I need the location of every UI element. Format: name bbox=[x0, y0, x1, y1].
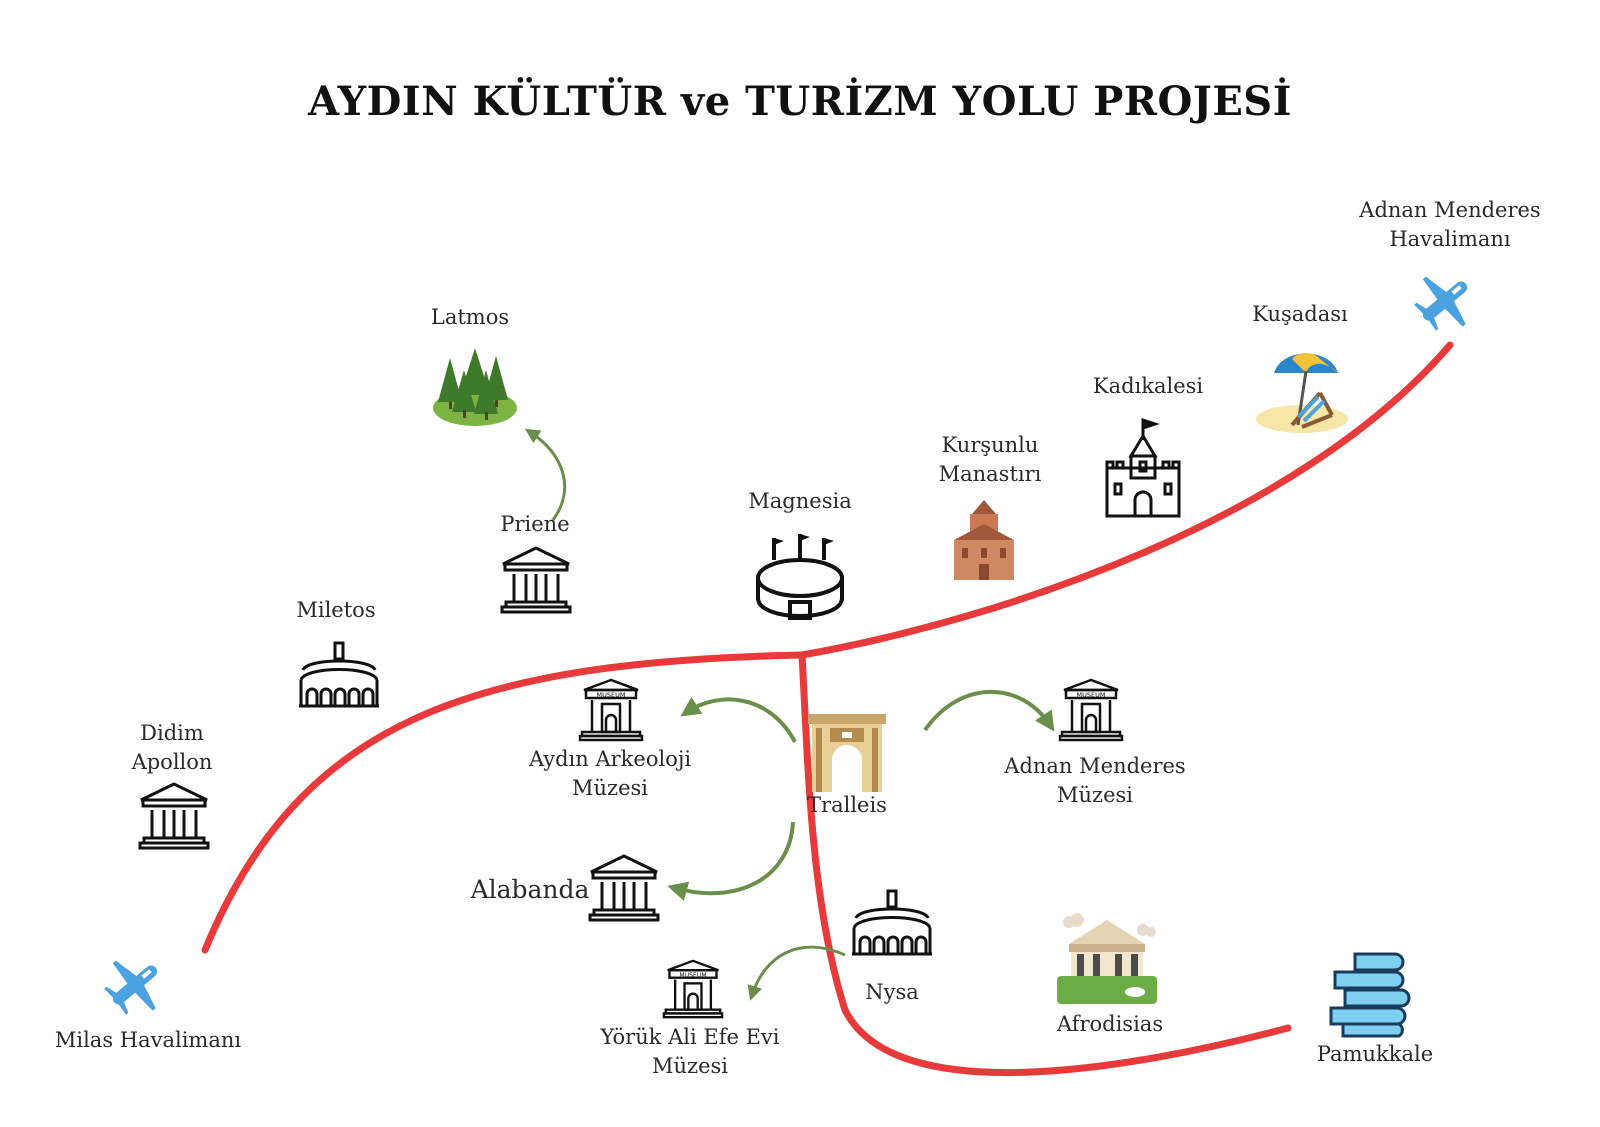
place-label-line: Apollon bbox=[131, 750, 213, 774]
castle-icon bbox=[1105, 418, 1181, 518]
arrow-nysa-yoruk bbox=[747, 945, 846, 1001]
place-label-line: Müzesi bbox=[651, 1054, 728, 1078]
monastery-icon bbox=[954, 500, 1014, 580]
route-line-west bbox=[201, 651, 806, 954]
place-label-alabanda: Alabanda bbox=[470, 875, 590, 904]
arrow-to-alabanda bbox=[667, 821, 795, 901]
place-label-line: Müzesi bbox=[571, 776, 648, 800]
place-label-didim: Didim Apollon bbox=[112, 719, 232, 777]
airplane-icon bbox=[104, 960, 158, 1015]
arrow-priene-latmos bbox=[524, 428, 567, 521]
place-label-adnan-museum: Adnan Menderes Müzesi bbox=[1000, 752, 1190, 810]
place-label-line: Didim bbox=[140, 721, 204, 745]
place-label-line: Aydın Arkeoloji bbox=[528, 747, 692, 771]
place-label-latmos: Latmos bbox=[430, 305, 510, 329]
airplane-icon bbox=[1414, 276, 1468, 331]
place-label-line: Kurşunlu bbox=[941, 433, 1039, 457]
place-label-kadikalesi: Kadıkalesi bbox=[1092, 374, 1204, 398]
place-label-milas-airport: Milas Havalimanı bbox=[54, 1028, 242, 1052]
museum-sign-text: MUSEUM bbox=[1077, 691, 1106, 699]
place-label-adnan-airport: Adnan Menderes Havalimanı bbox=[1350, 196, 1550, 254]
place-label-pamukkale: Pamukkale bbox=[1316, 1042, 1434, 1066]
arrow-tralleis-adnan-museum bbox=[923, 689, 1055, 732]
museum-icon: MUSEUM bbox=[662, 959, 724, 1019]
route-line-south bbox=[798, 651, 1292, 1077]
place-label-yoruk-museum: Yörük Ali Efe Evi Müzesi bbox=[590, 1023, 790, 1081]
museum-sign-text: MUSEUM bbox=[679, 972, 706, 979]
route-line-north bbox=[798, 341, 1454, 659]
place-label-line: Yörük Ali Efe Evi bbox=[600, 1025, 780, 1049]
theatre-icon bbox=[299, 641, 379, 708]
arrow-tralleis-aydin-museum bbox=[680, 697, 797, 743]
ancient-gate-icon bbox=[808, 714, 886, 792]
place-label-priene: Priene bbox=[500, 512, 570, 536]
ancient-ruins-icon bbox=[1057, 913, 1157, 1004]
place-label-line: Havalimanı bbox=[1389, 227, 1511, 251]
museum-sign-text: MUSEUM bbox=[597, 691, 626, 699]
forest-icon bbox=[433, 348, 517, 426]
museum-icon: MUSEUM bbox=[578, 678, 644, 742]
temple-icon bbox=[138, 782, 210, 850]
place-label-nysa: Nysa bbox=[865, 980, 919, 1004]
temple-icon bbox=[588, 854, 660, 922]
page-title: AYDIN KÜLTÜR ve TURİZM YOLU PROJESİ bbox=[308, 78, 1292, 125]
temple-icon bbox=[500, 546, 572, 614]
place-label-magnesia: Magnesia bbox=[748, 489, 852, 513]
place-label-kusadasi: Kuşadası bbox=[1252, 302, 1348, 326]
place-label-tralleis: Tralleis bbox=[807, 793, 887, 817]
stadium-icon bbox=[756, 534, 844, 620]
place-label-afrodisias: Afrodisias bbox=[1056, 1012, 1164, 1036]
theatre-icon bbox=[852, 889, 932, 956]
place-label-line: Manastırı bbox=[938, 462, 1042, 486]
terraces-icon bbox=[1329, 952, 1411, 1038]
beach-chair-icon bbox=[1256, 353, 1348, 433]
place-label-miletos: Miletos bbox=[296, 598, 376, 622]
museum-icon: MUSEUM bbox=[1058, 678, 1124, 742]
place-label-line: Adnan Menderes bbox=[1359, 198, 1541, 222]
place-label-line: Adnan Menderes bbox=[1004, 754, 1186, 778]
place-label-line: Müzesi bbox=[1056, 783, 1133, 807]
place-label-kursunlu: Kurşunlu Manastırı bbox=[925, 431, 1055, 489]
place-label-aydin-museum: Aydın Arkeoloji Müzesi bbox=[520, 745, 700, 803]
